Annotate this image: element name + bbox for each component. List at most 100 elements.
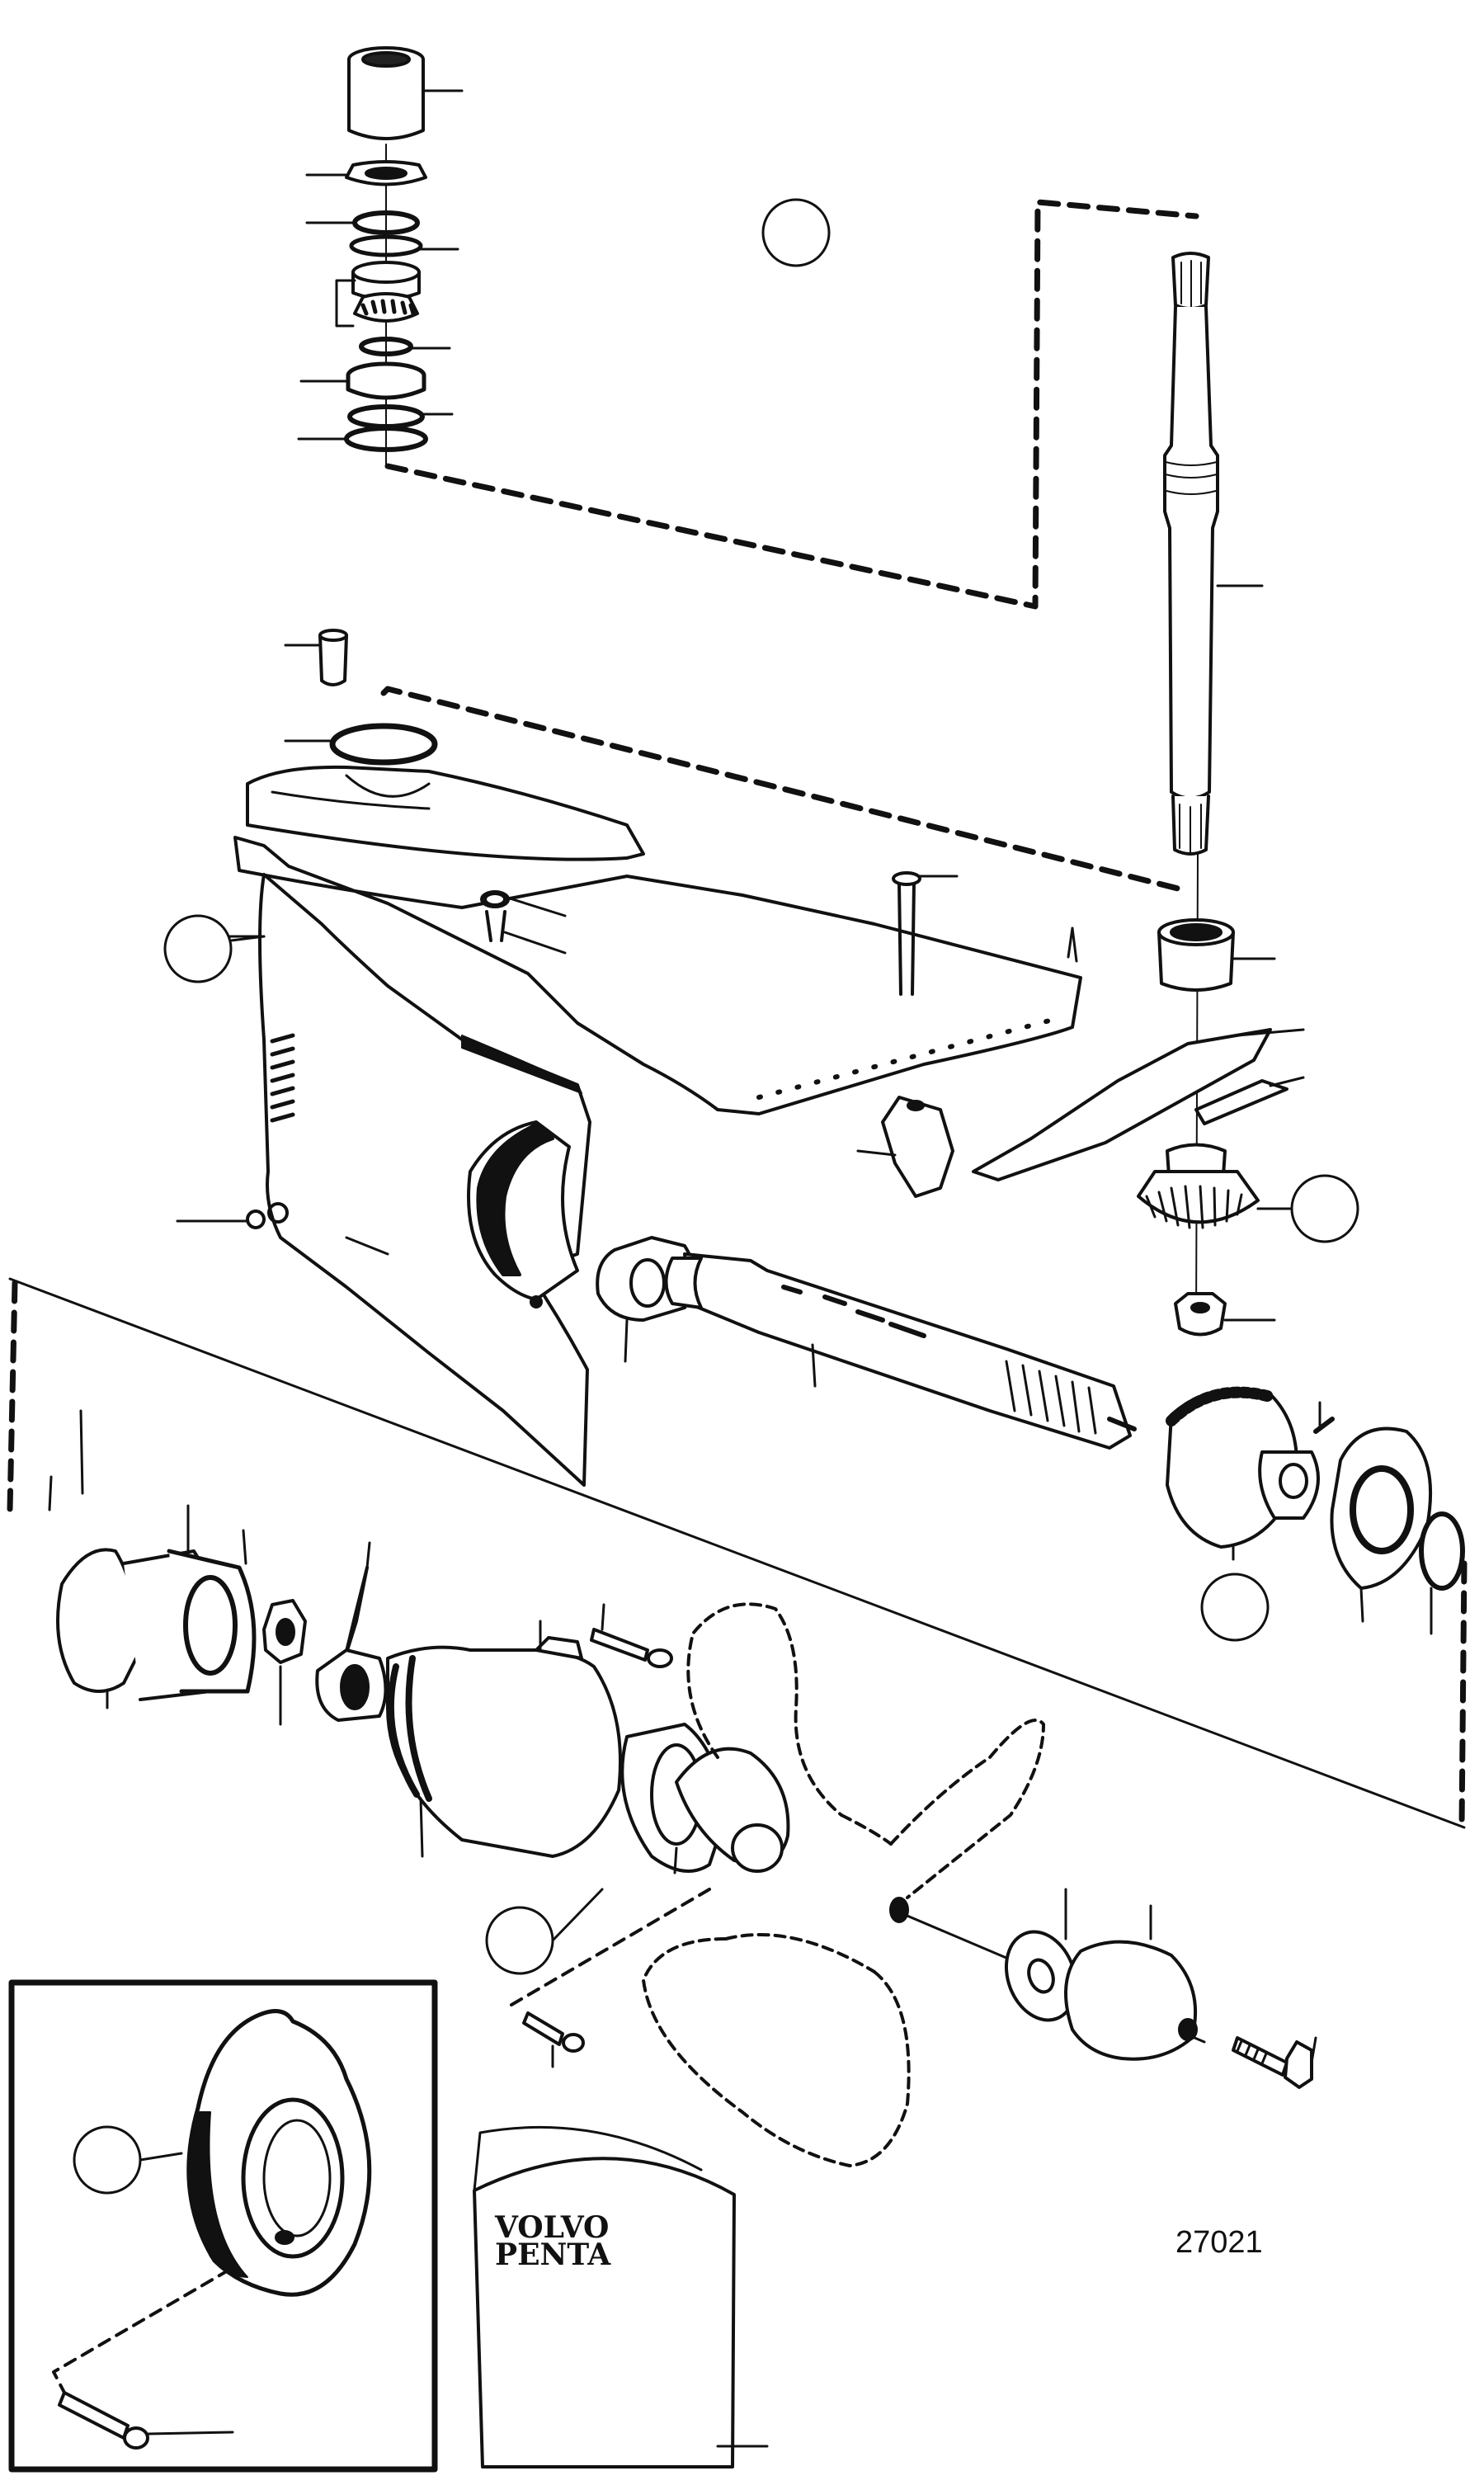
bearing-carrier-assembly	[56, 1548, 790, 2053]
leader-rear-screw	[48, 1475, 53, 1511]
inset-frame	[8, 1979, 438, 2473]
shaft-collar	[664, 1257, 703, 1309]
leader-race-bracket	[335, 279, 356, 328]
carrier-bolt-head	[647, 1648, 673, 1668]
callout-circle-pinion-gear	[1290, 1174, 1359, 1243]
leader-pinion-bracket	[856, 1149, 897, 1157]
vertical-drive-shaft	[1163, 252, 1219, 856]
propeller-bolt-threads	[1236, 2039, 1268, 2065]
pinion-shim-plate-2	[1194, 1079, 1288, 1125]
pinion-bearing-bore	[1170, 923, 1223, 941]
carrier-o-rings	[387, 1655, 432, 1802]
propeller-cone-nut	[1064, 1940, 1198, 2061]
inset-screw	[58, 2391, 130, 2440]
propeller-bolt	[1232, 2036, 1288, 2077]
leader-carrier-bolt	[601, 1603, 605, 1631]
callout-circle-carrier	[485, 1906, 554, 1975]
propeller-cone-nut-tip	[1178, 2018, 1198, 2041]
inset-anode-bore-inner	[262, 2119, 332, 2237]
carrier-bearing-bore	[183, 1575, 238, 1676]
assembly-guide-lines	[7, 199, 1468, 2394]
housing-drain-screw	[530, 1295, 543, 1309]
tiny-pin	[1071, 927, 1078, 963]
propeller-blade-right	[889, 1719, 1045, 1899]
inset-screw-leader	[147, 2431, 234, 2435]
lock-tab	[343, 1566, 369, 1660]
drain-plug	[246, 1209, 266, 1229]
carrier-bolt	[590, 1628, 649, 1662]
propeller-hub-nose	[731, 1823, 784, 1873]
housing-vent-slots	[270, 1033, 295, 1123]
forward-gear-teeth	[1166, 1386, 1276, 1426]
propeller-hub-slot	[889, 1897, 909, 1923]
carrier-lower-screw-head	[562, 2033, 585, 2053]
brand-line-volvo: VOLVO	[494, 2210, 609, 2245]
bearing-race-lower	[346, 373, 426, 400]
upper-bearing-stack	[344, 46, 428, 467]
housing-bore-shadow	[476, 1122, 554, 1276]
leader-small-screw	[503, 931, 567, 955]
leader-propeller-shaft	[811, 1343, 817, 1388]
propeller-shaft	[683, 1252, 1132, 1450]
callout-leader-housing	[229, 935, 266, 942]
cavitation-plate	[233, 836, 1082, 1115]
housing-skeg-edge	[345, 1236, 389, 1256]
volvo-penta-package: VOLVO PENTA	[473, 2125, 769, 2468]
callout-circles	[73, 198, 1359, 2195]
needle-bearing-bore	[629, 1258, 666, 1308]
shaft-texture	[781, 1285, 926, 1338]
shaft-body	[1163, 305, 1219, 800]
bearing-race-upper-top	[351, 261, 421, 284]
pinion-gear-tooth-lines	[1145, 1185, 1243, 1229]
propeller-bolt-head	[1284, 2040, 1313, 2089]
part-leader-lines	[48, 89, 1433, 2068]
housing-body	[258, 873, 591, 1487]
pinion-shim-plate	[972, 1028, 1272, 1181]
propeller-blade-top	[686, 1602, 843, 1817]
leader-lock-tab	[365, 1541, 371, 1569]
tapered-roller-bearing	[353, 292, 419, 323]
leader-rear-stud	[79, 1409, 84, 1495]
leader-o-ring-carrier	[419, 1797, 424, 1858]
small-key	[1313, 1417, 1335, 1434]
propeller-outline	[642, 1602, 1045, 2167]
pinion-bracket	[881, 1096, 954, 1198]
carrier-nut-bore	[276, 1618, 295, 1646]
leader-propeller-bolt	[1310, 2036, 1317, 2064]
inset-anode-hole	[275, 2230, 294, 2245]
brand-line-penta: PENTA	[495, 2237, 611, 2272]
guide-line-anode-screw	[52, 2238, 282, 2394]
cavitation-plate-rivet-line	[756, 1016, 1058, 1100]
anode-bolt-long-head	[892, 871, 921, 886]
housing-shadow-band	[461, 1035, 582, 1094]
shim-3	[359, 337, 413, 356]
guide-line-propeller-to-anode	[510, 1888, 711, 2006]
housing-o-ring	[329, 723, 438, 766]
bearing-sleeve-body	[347, 58, 425, 140]
propeller-shaft-assembly	[596, 1236, 1465, 1591]
leader-thrust-hub	[673, 1846, 678, 1874]
pinion-spline-lines	[1179, 804, 1202, 854]
small-screw-washer	[480, 890, 510, 908]
pinion-bracket-hole	[907, 1100, 925, 1111]
inset-anode-shadow	[189, 2111, 248, 2278]
anode-inset	[8, 1979, 438, 2473]
callout-circle-bearing-kit	[761, 198, 831, 267]
package-fold-line	[473, 2125, 703, 2192]
leader-thrust-washer	[1359, 1587, 1364, 1623]
drain-washer	[267, 1202, 289, 1224]
callout-circle-housing	[163, 914, 233, 983]
housing-sleeve-top	[318, 629, 348, 642]
shaft-spline-end	[1005, 1360, 1097, 1435]
pinion-assembly	[881, 853, 1288, 1337]
figure-number: 27021	[1175, 2225, 1263, 2260]
leader-bearing-sleeve-carrier	[242, 1529, 247, 1565]
shaft-thread-tip	[1107, 1417, 1137, 1431]
roller-cage-marks	[360, 299, 416, 316]
gear-housing	[233, 765, 1082, 1487]
guide-line-bearing-stack-to-shaft	[384, 199, 1199, 610]
propeller-nut-parts	[1004, 1930, 1313, 2089]
propeller-washer-hole	[1027, 1958, 1055, 1994]
shaft-grooves	[1165, 461, 1218, 495]
carrier-ball-bearing-inner	[340, 1664, 370, 1710]
